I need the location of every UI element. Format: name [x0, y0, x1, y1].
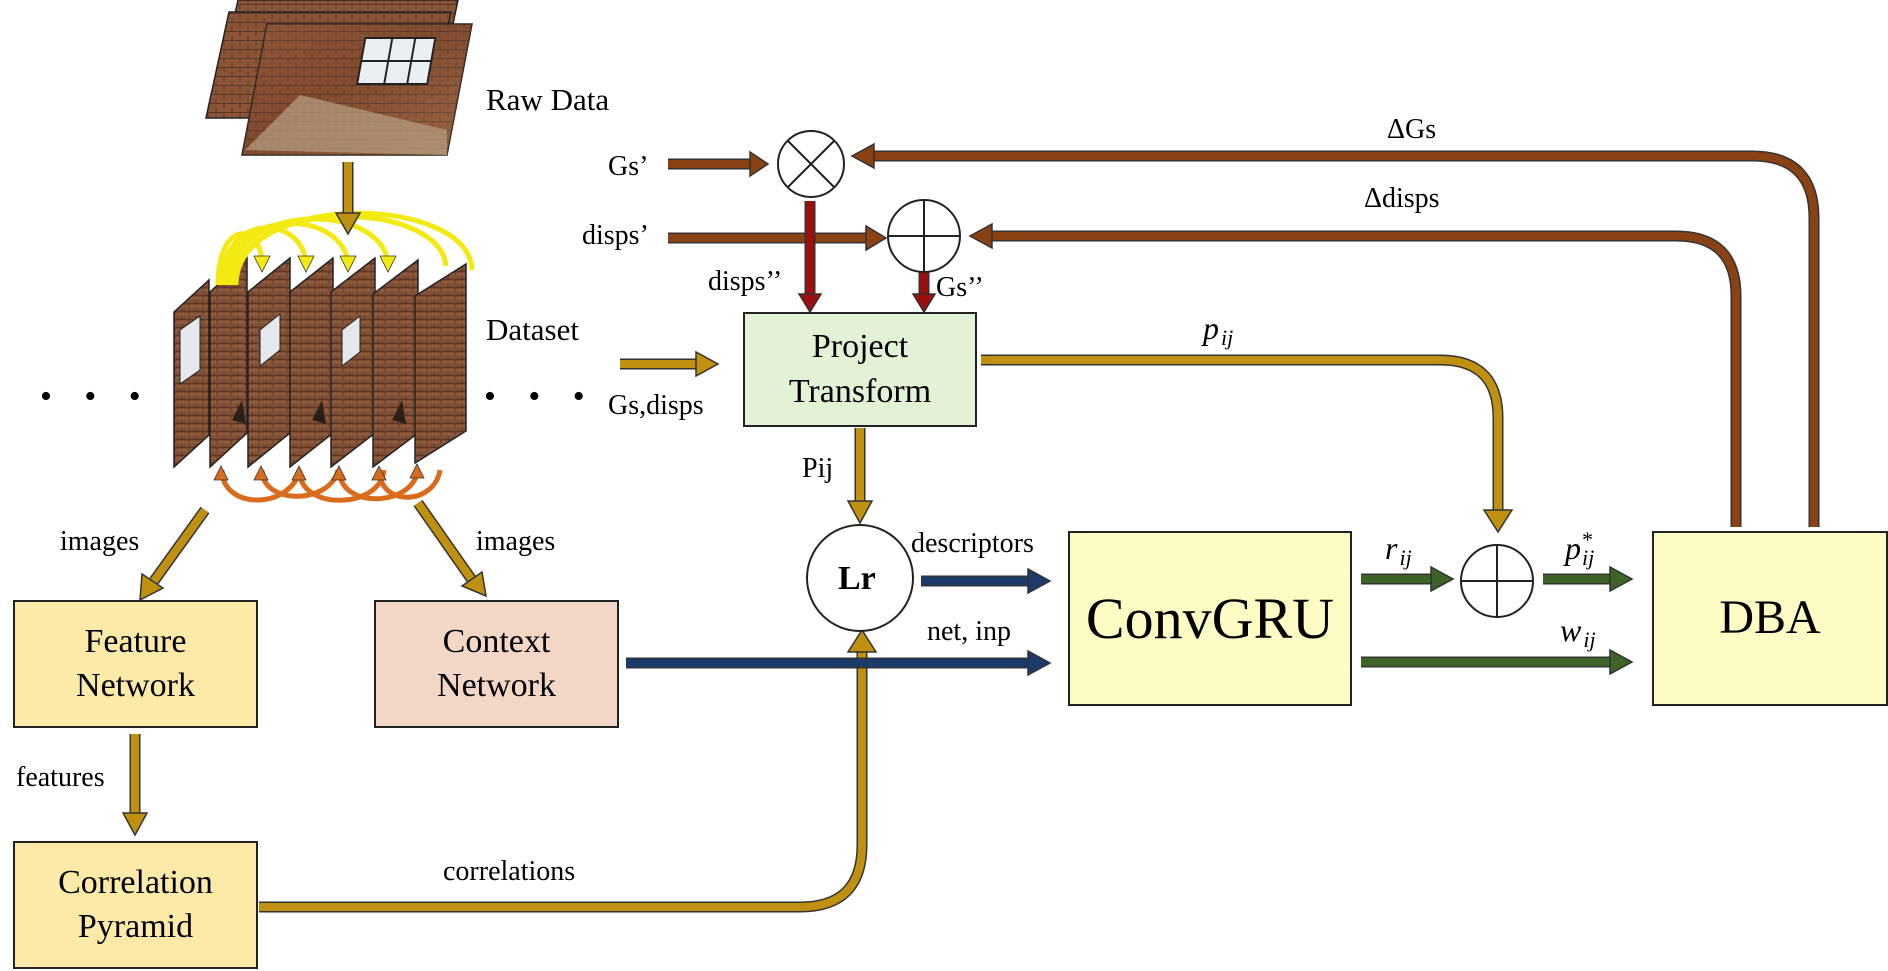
p-star-ij-label: p*ij: [1565, 529, 1594, 569]
dba-box: DBA: [1652, 531, 1888, 706]
blue-arrows: [626, 567, 1052, 677]
red-arrows: [797, 201, 937, 314]
w-ij-sub: ij: [1583, 627, 1596, 652]
dataset-label: Dataset: [486, 312, 579, 347]
r-ij-sub: ij: [1399, 545, 1412, 570]
project-transform-line-2: Transform: [788, 372, 932, 410]
plus-operator-right: [1460, 544, 1534, 618]
green-arrows: [1361, 565, 1634, 676]
context-network-line-2: Network: [437, 667, 556, 704]
net-inp-label: net, inp: [927, 616, 1011, 647]
gs-prime-label: Gs’: [608, 151, 649, 182]
delta-gs-label: ΔGs: [1387, 114, 1437, 145]
r-ij-label: rij: [1385, 530, 1412, 569]
raw-data-label: Raw Data: [486, 82, 610, 117]
lr-label: Lr: [838, 560, 876, 597]
r-ij-base: r: [1385, 530, 1398, 566]
multiply-operator: [777, 130, 845, 198]
convgru-label: ConvGRU: [1085, 585, 1335, 651]
p-ij-base: p: [1203, 310, 1219, 346]
correlation-pyramid-line-2: Pyramid: [77, 908, 194, 945]
delta-disps-label: Δdisps: [1364, 183, 1440, 214]
brown-arrows: [668, 142, 1820, 527]
p-star-ij-sup: *: [1581, 527, 1592, 552]
w-ij-label: wij: [1560, 612, 1596, 651]
raw-data-image-stack: [205, 0, 473, 156]
ellipsis-right: • • •: [484, 378, 597, 415]
ellipsis-left: • • •: [40, 378, 153, 415]
images-right-label: images: [476, 526, 556, 557]
feature-network-box: Feature Network: [13, 600, 258, 728]
plus-operator-top: [887, 199, 961, 273]
p-ij-arrow: [981, 354, 1504, 512]
correlation-pyramid-box: Correlation Pyramid: [13, 841, 258, 969]
p-star-ij-base: p: [1565, 530, 1581, 566]
delta-disps-arrow: [990, 230, 1742, 527]
dataset-backward-arcs: [219, 469, 443, 503]
pij-label: Pij: [802, 453, 834, 484]
context-network-box: Context Network: [374, 600, 619, 728]
project-transform-line-1: Project: [811, 328, 909, 366]
gs-disps-label: Gs,disps: [608, 390, 704, 421]
dba-label: DBA: [1719, 591, 1821, 645]
convgru-box: ConvGRU: [1068, 531, 1352, 706]
p-ij-label: pij: [1203, 310, 1233, 349]
p-star-ij-sub: ij: [1582, 545, 1595, 570]
dataset-image-fan: [173, 256, 467, 469]
correlations-label: correlations: [443, 856, 576, 887]
p-ij-sub: ij: [1221, 325, 1234, 350]
correlation-pyramid-line-1: Correlation: [58, 863, 213, 901]
descriptors-label: descriptors: [911, 528, 1034, 559]
disps-prime-label: disps’: [582, 220, 649, 251]
feature-network-line-2: Network: [76, 667, 195, 704]
images-left-label: images: [60, 526, 140, 557]
context-network-line-1: Context: [442, 622, 551, 660]
disps-double-prime-label: disps’’: [708, 266, 783, 297]
dataset-backward-arrowheads: [213, 463, 425, 481]
gs-double-prime-label: Gs’’: [936, 272, 984, 303]
features-label: features: [16, 762, 105, 793]
gold-arrows: [121, 162, 1514, 913]
lr-operator-circle: [806, 524, 914, 632]
dataset-forward-arrowheads: [253, 255, 397, 273]
w-ij-base: w: [1560, 612, 1582, 648]
delta-gs-arrow: [872, 150, 1820, 527]
feature-network-line-1: Feature: [84, 622, 187, 660]
project-transform-box: Project Transform: [743, 312, 977, 427]
